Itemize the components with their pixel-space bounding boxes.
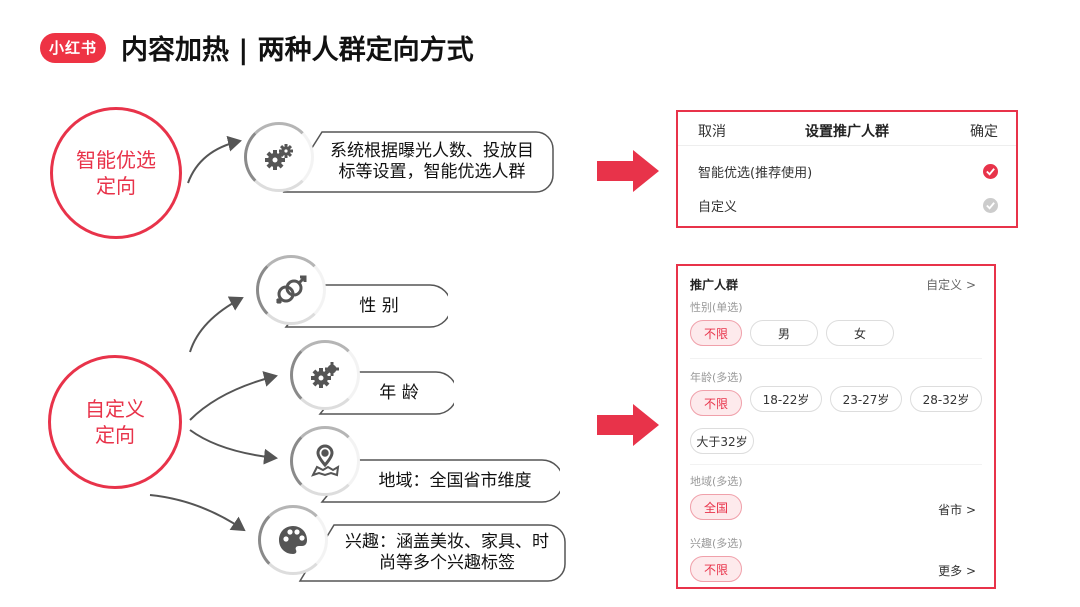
age-text: 年 龄 — [379, 382, 419, 403]
gender-badge — [256, 255, 326, 325]
panel-title: 设置推广人群 — [805, 124, 889, 140]
age-section-label: 年龄(多选) — [690, 371, 743, 384]
interest-text-line1: 兴趣：涵盖美妆、家具、时 — [345, 532, 549, 552]
smart-desc-label: 系统根据曝光人数、投放目 标等设置，智能优选人群 — [282, 130, 554, 194]
interest-option-any[interactable]: 不限 — [690, 556, 742, 582]
age-option-any[interactable]: 不限 — [690, 390, 742, 416]
smart-targeting-circle: 智能优选 定向 — [50, 107, 182, 239]
custom-circle-line2: 定向 — [95, 423, 135, 447]
interest-label: 兴趣：涵盖美妆、家具、时 尚等多个兴趣标签 — [298, 523, 566, 583]
check-unselected-icon[interactable] — [983, 198, 998, 213]
gender-option-any[interactable]: 不限 — [690, 320, 742, 346]
mode-select-link[interactable]: 自定义 > — [926, 278, 976, 292]
region-text: 地域：全国省市维度 — [378, 470, 532, 491]
custom-targeting-circle: 自定义 定向 — [48, 355, 182, 489]
interest-badge — [258, 505, 328, 575]
location-pin-icon — [311, 444, 340, 477]
interest-more-link[interactable]: 更多 > — [938, 564, 976, 578]
arrow-right-icon — [597, 404, 659, 446]
interest-section-label: 兴趣(多选) — [690, 537, 743, 550]
gender-option-female[interactable]: 女 — [826, 320, 894, 346]
panel-header: 设置推广人群 取消 确定 — [678, 112, 1016, 146]
xiaohongshu-logo: 小红书 — [40, 33, 106, 63]
age-option-23-27[interactable]: 23-27岁 — [830, 386, 902, 412]
smart-circle-line2: 定向 — [96, 174, 136, 198]
smart-desc-line1: 系统根据曝光人数、投放目 — [330, 141, 534, 161]
gender-text: 性 别 — [359, 295, 399, 316]
confirm-button[interactable]: 确定 — [970, 124, 998, 140]
age-badge — [290, 340, 360, 410]
gender-label: 性 别 — [284, 283, 448, 329]
gears-icon — [265, 144, 293, 170]
region-section-label: 地域(多选) — [690, 475, 743, 488]
smart-desc-line2: 标等设置，智能优选人群 — [338, 162, 526, 182]
gender-icon — [275, 275, 307, 305]
region-more-link[interactable]: 省市 > — [938, 503, 976, 517]
gender-option-male[interactable]: 男 — [750, 320, 818, 346]
interest-text-line2: 尚等多个兴趣标签 — [379, 553, 515, 573]
custom-audience-panel: 推广人群 自定义 > 性别(单选) 不限 男 女 年龄(多选) 不限 18-22… — [676, 264, 996, 589]
divider — [690, 464, 982, 465]
cancel-button[interactable]: 取消 — [698, 124, 726, 140]
page-title: 内容加热 | 两种人群定向方式 — [121, 35, 474, 66]
region-label: 地域：全国省市维度 — [320, 458, 560, 504]
gender-section-label: 性别(单选) — [690, 301, 743, 314]
cake-icon — [311, 362, 339, 388]
region-option-national[interactable]: 全国 — [690, 494, 742, 520]
age-option-over-32[interactable]: 大于32岁 — [690, 428, 754, 454]
option-smart[interactable]: 智能优选(推荐使用) — [698, 166, 813, 181]
age-option-28-32[interactable]: 28-32岁 — [910, 386, 982, 412]
region-badge — [290, 426, 360, 496]
palette-icon — [279, 526, 307, 554]
option-custom[interactable]: 自定义 — [698, 200, 738, 215]
arrow-right-icon — [597, 150, 659, 192]
custom-circle-line1: 自定义 — [85, 397, 145, 421]
age-option-18-22[interactable]: 18-22岁 — [750, 386, 822, 412]
check-selected-icon[interactable] — [983, 164, 998, 179]
audience-setting-panel: 设置推广人群 取消 确定 智能优选(推荐使用) 自定义 — [676, 110, 1018, 228]
smart-gear-badge — [244, 122, 314, 192]
smart-circle-line1: 智能优选 — [76, 148, 156, 172]
divider — [690, 358, 982, 359]
panel2-title: 推广人群 — [690, 278, 739, 292]
